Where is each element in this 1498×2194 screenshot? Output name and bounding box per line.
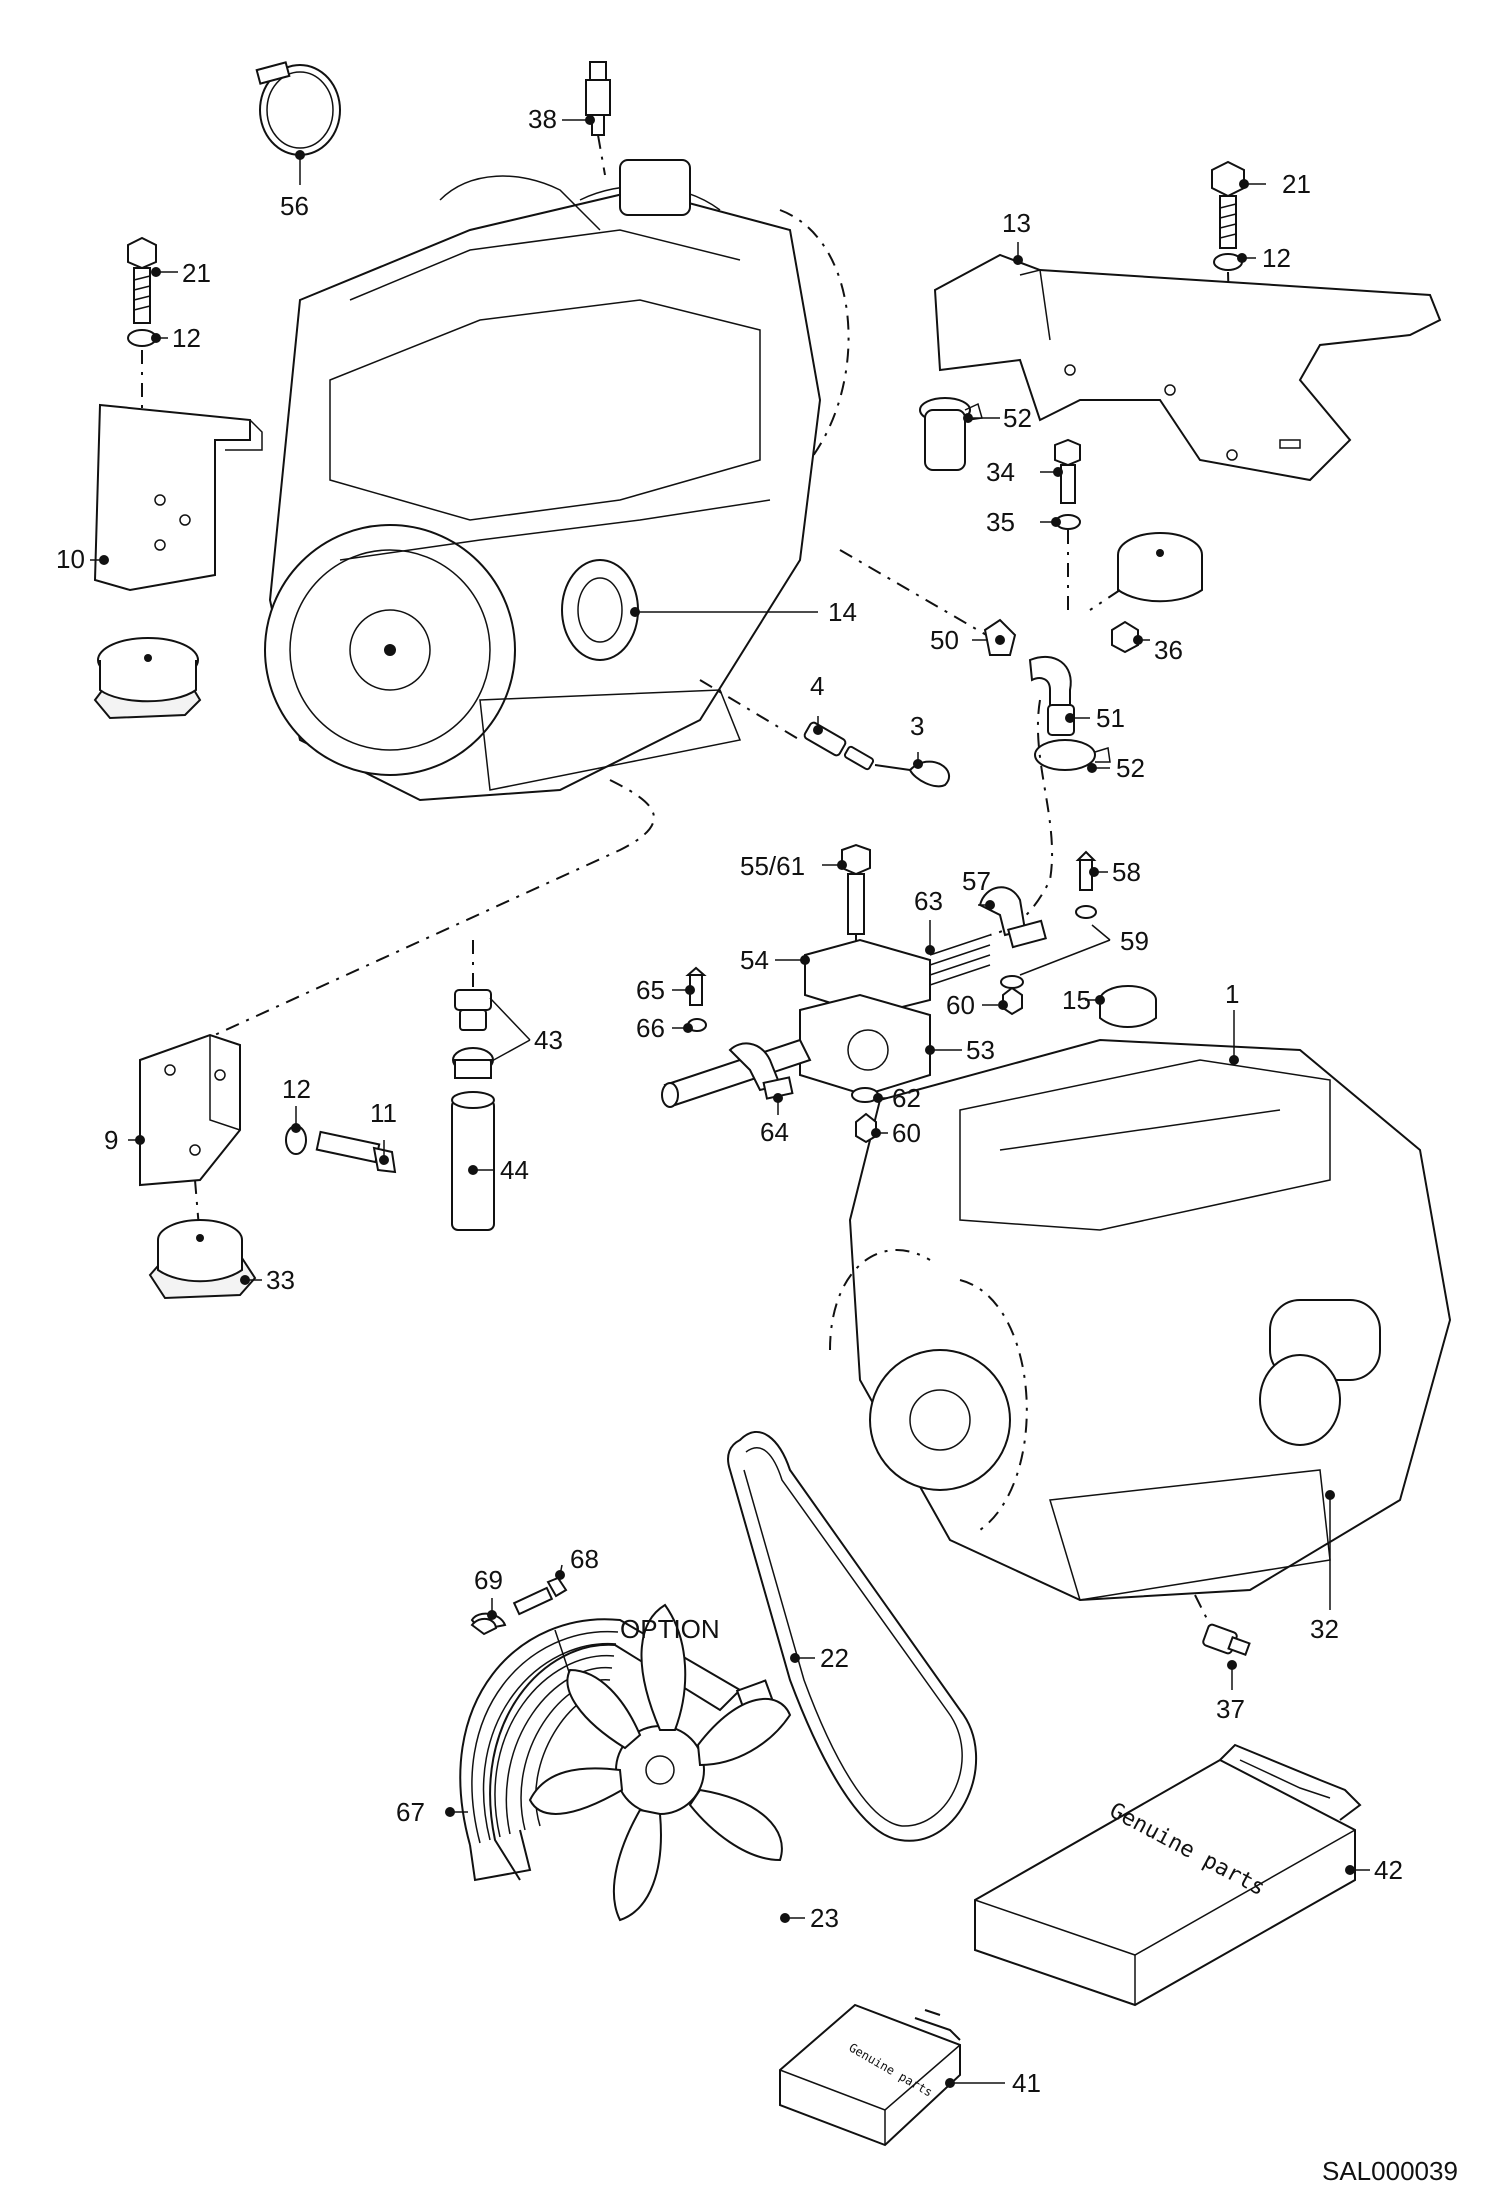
callout-34: 34 (986, 457, 1015, 487)
leader-dots (99, 115, 1355, 2088)
callout-37: 37 (1216, 1694, 1245, 1724)
fitting-43 (452, 989, 494, 1079)
manual-book-41 (779, 2003, 961, 2147)
callout-14: 14 (828, 597, 857, 627)
callout-21: 21 (182, 258, 211, 288)
callout-12: 12 (282, 1074, 311, 1104)
callout-64: 64 (760, 1117, 789, 1147)
clamp-57 (978, 886, 1047, 949)
bolt-34 (1054, 438, 1081, 504)
spacer-63 (929, 934, 991, 986)
hose-clamp-56 (255, 61, 341, 156)
callout-12: 12 (1262, 243, 1291, 273)
callout-10: 10 (56, 544, 85, 574)
callout-69: 69 (474, 1565, 503, 1595)
bolt-58 (1075, 850, 1097, 891)
callout-44: 44 (500, 1155, 529, 1185)
callout-43: 43 (534, 1025, 563, 1055)
callout-33: 33 (266, 1265, 295, 1295)
rubber-mount-10 (93, 637, 202, 720)
callout-50: 50 (930, 625, 959, 655)
pipe-64 (661, 1038, 812, 1108)
dipstick-3 (874, 760, 951, 788)
callout-12: 12 (172, 323, 201, 353)
callout-41: 41 (1012, 2068, 1041, 2098)
oil-filter-14 (561, 559, 639, 661)
callout-23: 23 (810, 1903, 839, 1933)
callout-52: 52 (1003, 403, 1032, 433)
callout-66: 66 (636, 1013, 665, 1043)
engine-assembly-right (829, 1038, 1452, 1602)
callout-56: 56 (280, 191, 309, 221)
clamp-52-upper (919, 397, 983, 471)
elbow-51 (1028, 655, 1075, 736)
washer-59b (1000, 975, 1024, 989)
washer-59 (1075, 905, 1097, 919)
callout-21: 21 (1282, 169, 1311, 199)
callout-58: 58 (1112, 857, 1141, 887)
callout-13: 13 (1002, 208, 1031, 238)
sensor-37 (1194, 1594, 1251, 1656)
callout-62: 62 (892, 1083, 921, 1113)
bracket-9 (139, 1033, 241, 1187)
callout-60: 60 (892, 1118, 921, 1148)
callout-36: 36 (1154, 635, 1183, 665)
callout-11: 11 (370, 1098, 397, 1128)
starter-motor-32 (1259, 1299, 1381, 1446)
callout-22: 22 (820, 1643, 849, 1673)
fan-23 (528, 1603, 792, 1922)
bolt-21-left (127, 236, 157, 324)
engine-assembly-left (264, 159, 850, 802)
callout-63: 63 (914, 886, 943, 916)
bolt-68 (512, 1576, 568, 1616)
drain-hose-44 (451, 1091, 495, 1231)
v-belt-22 (727, 1430, 978, 1842)
rubber-mount-33 (148, 1219, 257, 1300)
callout-52: 52 (1116, 753, 1145, 783)
callout-3: 3 (910, 711, 924, 741)
callout-15: 15 (1062, 985, 1091, 1015)
callout-9: 9 (104, 1125, 118, 1155)
option-label: OPTION (620, 1614, 720, 1644)
manual-book-42 (974, 1743, 1362, 2007)
bracket-13 (933, 253, 1442, 482)
callout-67: 67 (396, 1797, 425, 1827)
callout-54: 54 (740, 945, 769, 975)
callout-42: 42 (1374, 1855, 1403, 1885)
bolt-55-61 (841, 843, 871, 935)
clamp-52-lower (1034, 739, 1111, 771)
callout-35: 35 (986, 507, 1015, 537)
callout-53: 53 (966, 1035, 995, 1065)
callout-60: 60 (946, 990, 975, 1020)
callout-1: 1 (1225, 979, 1239, 1009)
bolt-21-right (1211, 160, 1245, 249)
clip-69 (470, 1617, 498, 1636)
drawing-code: SAL000039 (1322, 2156, 1458, 2186)
callout-57: 57 (962, 866, 991, 896)
callout-38: 38 (528, 104, 557, 134)
callout-32: 32 (1310, 1614, 1339, 1644)
callout-59: 59 (1120, 926, 1149, 956)
temp-sensor-38 (585, 61, 611, 176)
oil-cap-15 (1099, 985, 1157, 1028)
nut-60-lower (855, 1112, 877, 1144)
callout-4: 4 (810, 671, 824, 701)
callout-labels: 38 56 21 12 10 21 12 13 52 34 35 36 14 5… (56, 104, 1403, 2098)
callout-51: 51 (1096, 703, 1125, 733)
clamp-block-54-53 (799, 938, 931, 1097)
rubber-mount-13 (1089, 532, 1203, 611)
bracket-10 (93, 403, 263, 592)
callout-55-61: 55/61 (740, 851, 805, 881)
callout-65: 65 (636, 975, 665, 1005)
bolt-65 (685, 966, 707, 1006)
callout-68: 68 (570, 1544, 599, 1574)
